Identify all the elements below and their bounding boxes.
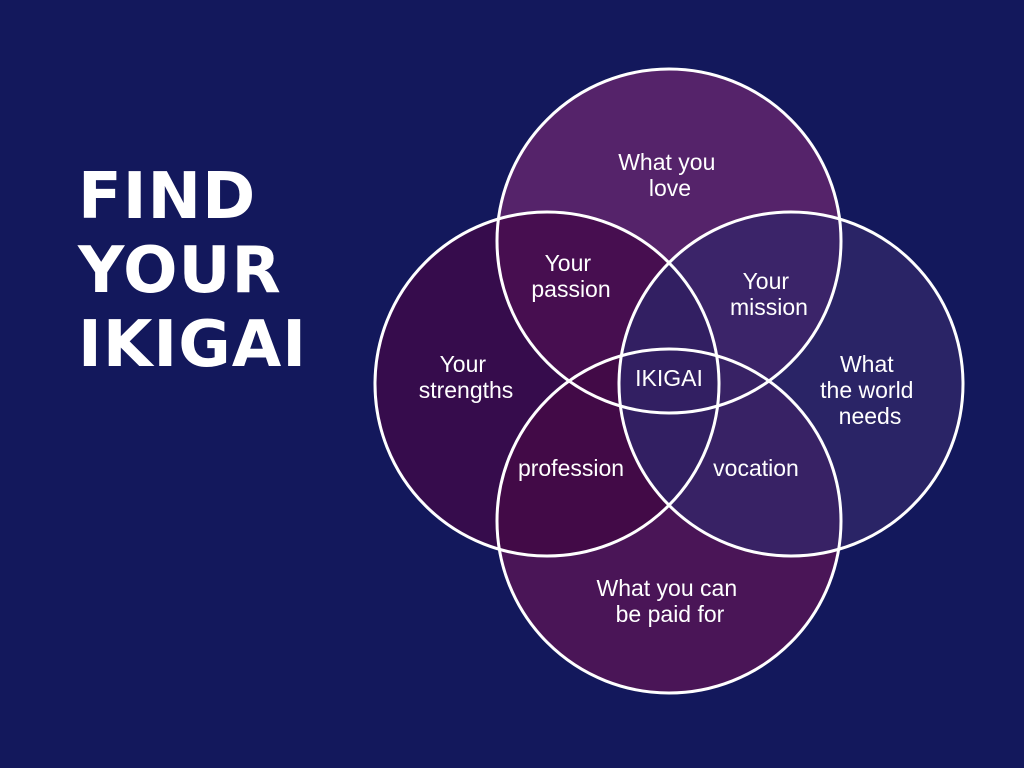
page-title: FIND YOUR IKIGAI [78,160,307,382]
label-world-line-1: What [840,351,894,377]
label-love: What you love [618,149,722,201]
label-vocation: vocation [713,455,799,481]
label-strengths: Your strengths [419,351,514,403]
label-profession: profession [518,455,624,481]
label-profession-line-1: profession [518,455,624,481]
circle-strengths-outline [373,210,721,558]
label-strengths-line-2: strengths [419,377,514,403]
label-love-line-2: love [649,175,691,201]
label-mission-line-2: mission [730,294,808,320]
title-line-2: YOUR [78,234,282,308]
label-world-line-2: the world [820,377,913,403]
label-passion-line-2: passion [531,276,610,302]
label-mission-line-1: Your [743,268,790,294]
label-mission: Your mission [730,268,808,320]
label-love-line-1: What you [618,149,715,175]
label-ikigai-center: IKIGAI [635,365,703,391]
circle-outlines [373,67,965,695]
label-paid-line-2: be paid for [616,601,725,627]
label-paid-line-1: What you can [596,575,737,601]
label-vocation-line-1: vocation [713,455,799,481]
circle-world-outline [617,210,965,558]
label-passion-line-1: Your [545,250,592,276]
circle-love-outline [495,67,843,415]
label-world-line-3: needs [839,403,902,429]
label-strengths-line-1: Your [440,351,487,377]
label-world: What the world needs [820,351,920,429]
circle-paid-outline [495,347,843,695]
title-line-3: IKIGAI [78,308,308,382]
label-paid: What you can be paid for [596,575,743,627]
title-line-1: FIND [78,160,257,234]
label-passion: Your passion [531,250,610,302]
